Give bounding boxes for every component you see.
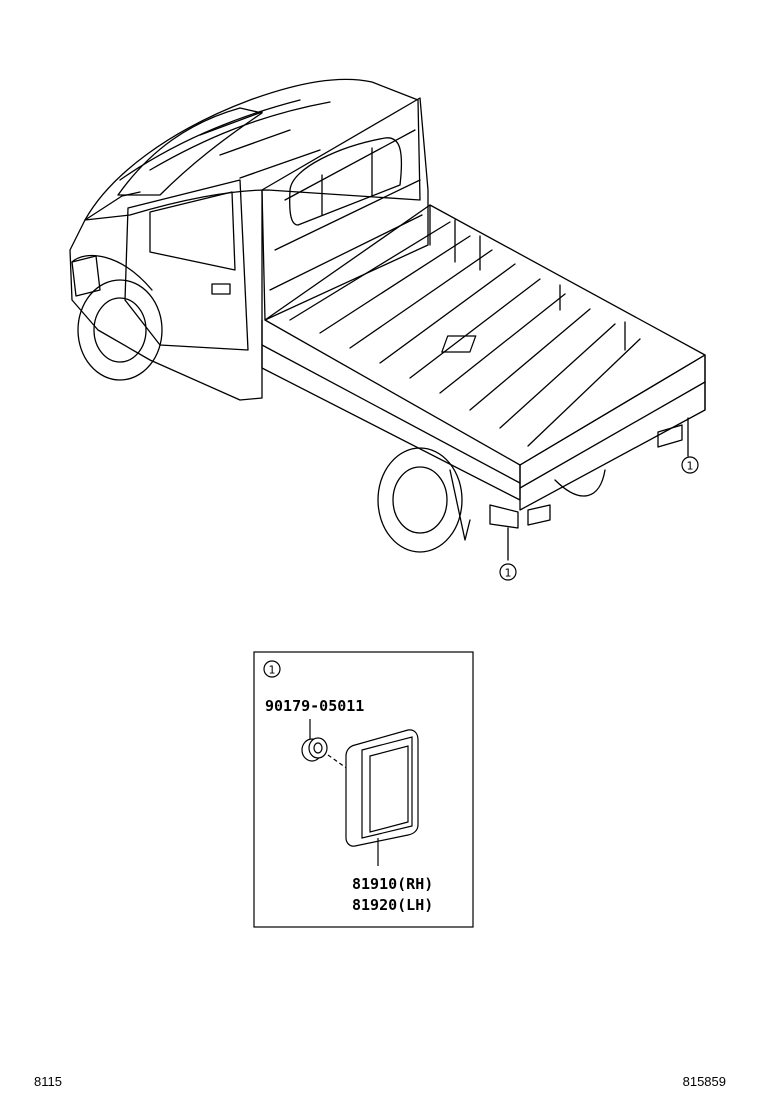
footer-right-code: 815859 [682,1074,726,1089]
part-number-nut: 90179-05011 [265,697,364,715]
truck-illustration [69,78,706,561]
bed-side [261,319,521,501]
lamp-drawing [345,729,419,866]
rear-window [289,137,403,226]
cab-door [124,179,249,351]
headboard [261,97,429,321]
rear-lamp-right [657,424,683,448]
part-number-lh: 81920(LH) [352,896,433,914]
rear-lamp-left [489,504,519,529]
callout-left: 1 [499,563,517,581]
part-number-rh: 81910(RH) [352,875,433,893]
windshield [117,107,263,196]
bed-floor [264,204,706,466]
front-wheel [77,279,163,381]
footer-left-code: 8115 [34,1074,62,1089]
callout-right-label: 1 [687,460,694,473]
detail-box: 1 90179-05011 81910(RH) 81920(LH) [253,651,474,928]
cab-body [69,189,263,401]
callout-right: 1 [681,456,699,474]
cab-roof [84,78,421,221]
detail-callout-label: 1 [269,664,276,677]
callout-left-label: 1 [505,567,512,580]
tailgate [519,354,706,511]
rear-wheel [377,447,463,553]
nut-drawing [301,719,353,773]
